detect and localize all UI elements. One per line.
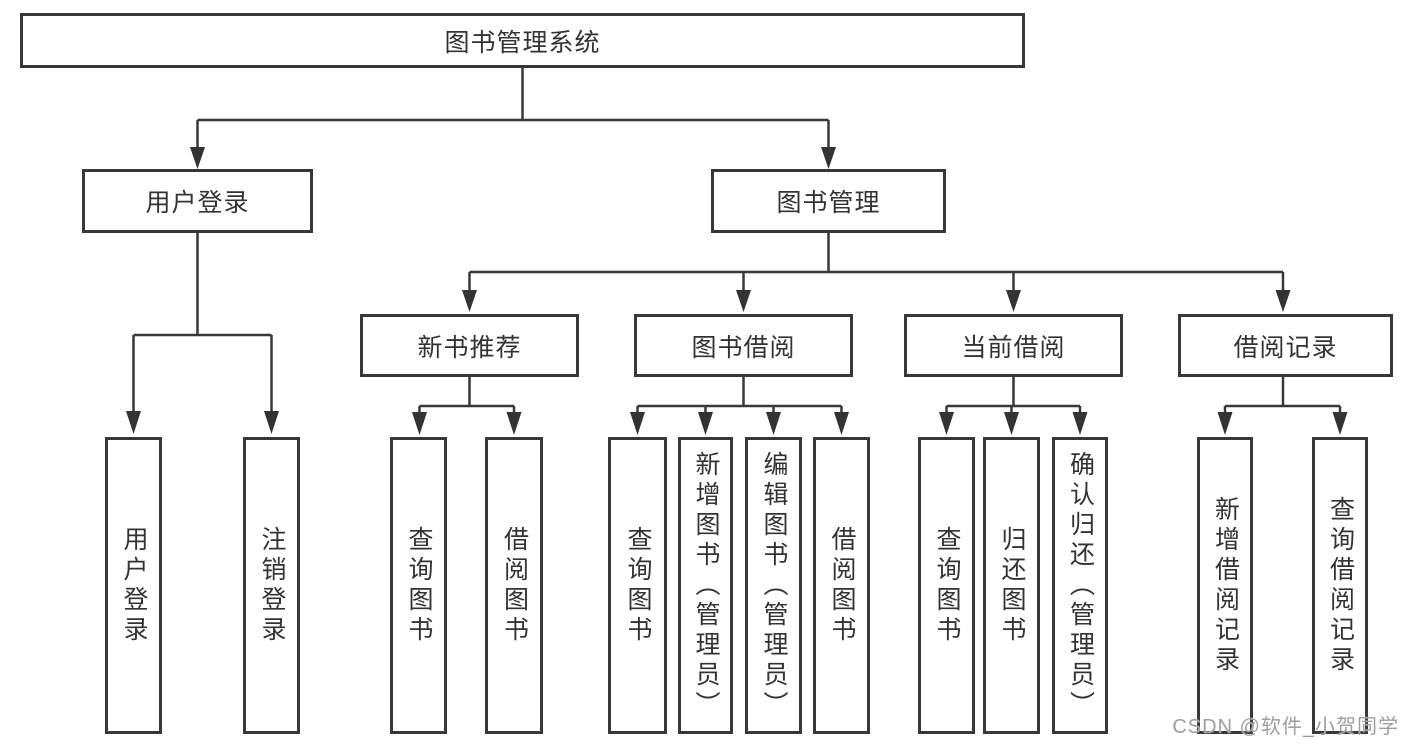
leaf-edit-book-admin: 编辑图书（管理员）	[745, 437, 802, 734]
leaf-label: 查询借阅记录	[1326, 495, 1355, 676]
leaf-user-login: 用户登录	[105, 437, 162, 734]
node-library-management-system: 图书管理系统	[20, 13, 1025, 68]
leaf-label: 查询图书	[624, 525, 652, 646]
leaf-label: 新增借阅记录	[1211, 495, 1240, 676]
node-new-book-recommend: 新书推荐	[360, 314, 579, 377]
leaf-label: 注销登录	[258, 525, 286, 646]
leaf-logout: 注销登录	[243, 437, 300, 734]
leaf-query-books-borrow: 查询图书	[608, 437, 667, 734]
node-label: 当前借阅	[961, 333, 1066, 362]
leaf-add-borrow-record: 新增借阅记录	[1197, 437, 1253, 734]
leaf-label: 编辑图书（管理员）	[760, 450, 788, 721]
watermark: CSDN @软件_小贺同学	[1172, 716, 1399, 738]
node-current-borrowing: 当前借阅	[904, 314, 1123, 377]
leaf-confirm-return-admin: 确认归还（管理员）	[1052, 437, 1108, 734]
node-borrowing-records: 借阅记录	[1178, 314, 1393, 377]
node-label: 图书借阅	[691, 333, 796, 362]
leaf-label: 归还图书	[998, 525, 1026, 646]
leaf-label: 查询图书	[405, 525, 433, 646]
node-label: 图书管理	[776, 189, 881, 217]
leaf-return-book: 归还图书	[983, 437, 1040, 734]
node-book-borrowing: 图书借阅	[634, 314, 853, 377]
leaf-query-books-recommend: 查询图书	[390, 437, 447, 734]
node-label: 用户登录	[145, 189, 250, 217]
leaf-add-book-admin: 新增图书（管理员）	[678, 437, 733, 734]
arrowheads	[126, 147, 1348, 435]
leaf-label: 查询图书	[933, 525, 961, 646]
leaf-borrow-book-recommend: 借阅图书	[485, 437, 543, 734]
leaf-query-borrow-record: 查询借阅记录	[1312, 437, 1368, 734]
leaf-borrow-book: 借阅图书	[813, 437, 870, 734]
node-user-login: 用户登录	[82, 169, 313, 233]
leaf-label: 新增图书（管理员）	[692, 450, 720, 721]
node-book-management: 图书管理	[711, 169, 946, 233]
leaf-label: 借阅图书	[828, 525, 856, 646]
leaf-label: 用户登录	[120, 525, 148, 646]
leaf-label: 借阅图书	[500, 525, 529, 646]
node-label: 新书推荐	[417, 333, 522, 362]
node-label: 借阅记录	[1233, 333, 1338, 362]
leaf-query-books-current: 查询图书	[918, 437, 975, 734]
node-label: 图书管理系统	[444, 28, 601, 57]
leaf-label: 确认归还（管理员）	[1066, 450, 1095, 721]
